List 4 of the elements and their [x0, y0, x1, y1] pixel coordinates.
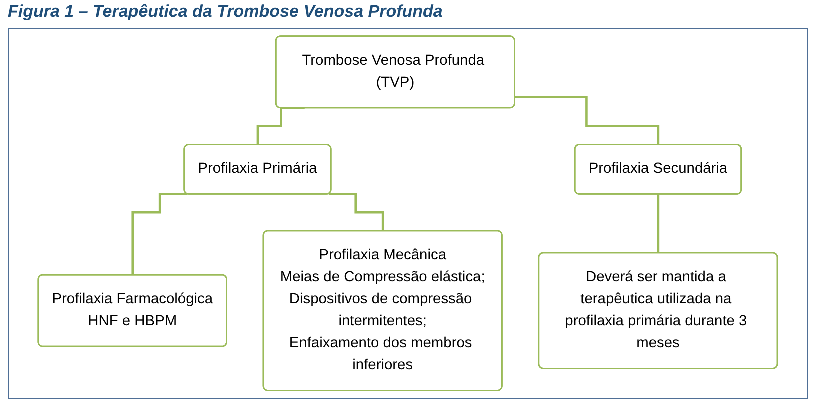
figure-title: Figura 1 – Terapêutica da Trombose Venosa Profunda	[8, 2, 444, 22]
connector	[515, 96, 660, 146]
connector	[256, 107, 305, 146]
connector	[132, 193, 188, 277]
